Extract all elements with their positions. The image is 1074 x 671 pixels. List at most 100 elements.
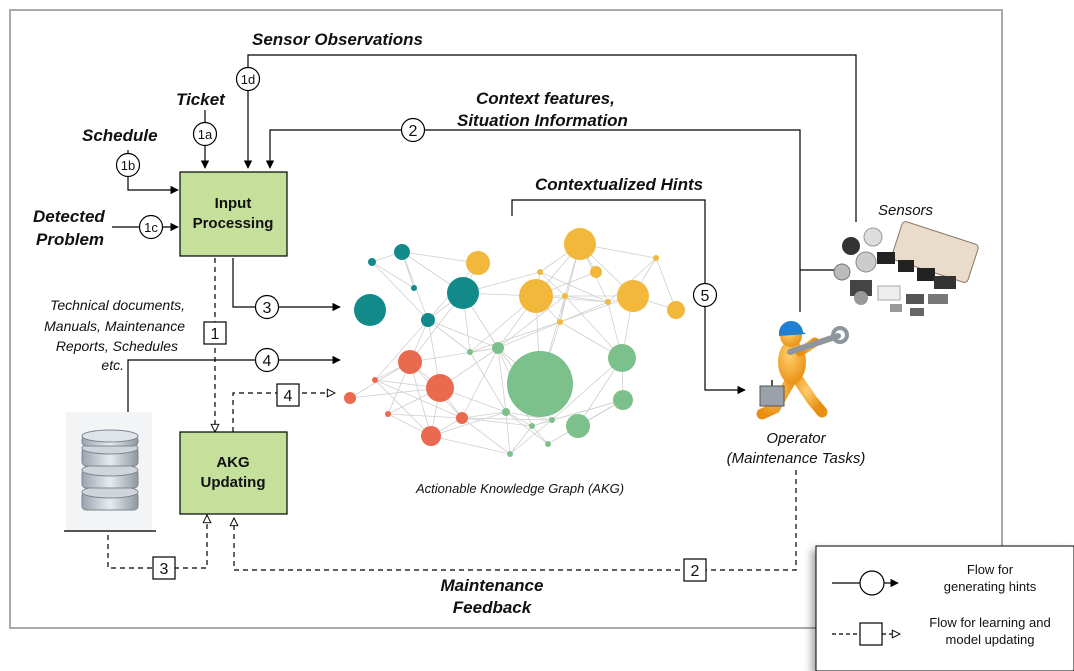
maintenance-label: Maintenance	[441, 576, 544, 595]
graph-edge	[461, 417, 511, 455]
flow-dashed-feedback	[234, 470, 797, 571]
schedule-label: Schedule	[82, 126, 158, 145]
square-marker-4: 4	[276, 383, 300, 407]
marker-1a: 1a	[192, 121, 218, 147]
graph-node	[549, 417, 555, 423]
marker-3: 3	[254, 294, 280, 320]
flow-dashed-akg-to-graph	[232, 393, 335, 432]
graph-node	[545, 441, 551, 447]
svg-text:4: 4	[263, 353, 272, 370]
graph-edge	[469, 321, 561, 353]
flow-docs-to-graph	[127, 355, 341, 412]
graph-edge	[409, 361, 432, 437]
graph-edge	[497, 321, 561, 349]
graph-edge	[551, 399, 624, 421]
contextualized-hints-label: Contextualized Hints	[535, 175, 703, 194]
graph-edge	[509, 425, 533, 455]
tech-docs-line-4: etc.	[101, 357, 124, 373]
graph-node	[368, 258, 376, 266]
legend-solid-line-1: Flow for	[967, 562, 1014, 577]
graph-node	[421, 426, 441, 446]
detected-label: Detected	[33, 207, 105, 226]
svg-text:2: 2	[409, 123, 418, 140]
input-processing-label-2: Processing	[193, 215, 274, 232]
marker-1b: 1b	[115, 152, 141, 178]
graph-node	[557, 319, 563, 325]
graph-node	[354, 294, 386, 326]
graph-edge	[427, 319, 499, 349]
flow-input-to-graph	[232, 258, 341, 312]
ticket-label: Ticket	[176, 90, 226, 109]
graph-edge	[509, 419, 553, 455]
graph-node	[617, 280, 649, 312]
marker-1d: 1d	[235, 66, 261, 92]
sensors-label: Sensors	[878, 202, 934, 219]
tech-docs-line-2: Manuals, Maintenance	[44, 318, 185, 334]
graph-edge	[539, 271, 609, 303]
graph-edge	[564, 295, 623, 359]
input-processing-label-1: Input	[215, 195, 252, 212]
svg-text:1d: 1d	[241, 72, 255, 87]
graph-edge	[461, 417, 533, 427]
svg-text:1: 1	[211, 326, 220, 343]
outer-frame	[9, 9, 1003, 629]
graph-node	[385, 411, 391, 417]
problem-label: Problem	[36, 230, 104, 249]
graph-node	[590, 266, 602, 278]
svg-text:2: 2	[691, 563, 700, 580]
operator-figure	[756, 320, 849, 420]
operator-label: Operator	[766, 430, 826, 447]
graph-node	[411, 285, 417, 291]
graph-node	[394, 244, 410, 260]
graph-node	[502, 408, 510, 416]
akg-updating-label-1: AKG	[216, 454, 249, 471]
graph-edge	[539, 271, 566, 297]
graph-node	[372, 377, 378, 383]
graph-node	[466, 251, 490, 275]
akg-updating-label-2: Updating	[201, 474, 266, 491]
graph-edge	[461, 411, 507, 419]
graph-node	[447, 277, 479, 309]
graph-edge	[371, 261, 429, 321]
graph-node	[566, 414, 590, 438]
knowledge-graph	[344, 228, 685, 457]
graph-edge	[559, 301, 609, 323]
graph-node	[537, 269, 543, 275]
graph-node	[456, 412, 468, 424]
marker-5: 5	[692, 282, 718, 308]
graph-node	[667, 301, 685, 319]
graph-node	[613, 390, 633, 410]
graph-edge	[374, 319, 429, 381]
graph-edge	[430, 411, 507, 437]
svg-text:1c: 1c	[144, 220, 158, 235]
marker-4: 4	[254, 347, 280, 373]
tech-docs-line-3: Reports, Schedules	[56, 338, 178, 354]
legend-dashed-line-1: Flow for learning and	[929, 615, 1050, 630]
svg-text:3: 3	[160, 561, 169, 578]
situation-information-label: Situation Information	[457, 111, 628, 130]
graph-edge	[349, 387, 441, 399]
sensors-image	[833, 221, 979, 316]
graph-edge	[469, 351, 507, 413]
graph-edge	[564, 295, 609, 303]
svg-text:1a: 1a	[198, 127, 213, 142]
graph-edge	[461, 347, 499, 419]
graph-edge	[505, 411, 553, 421]
graph-edge	[551, 357, 623, 421]
graph-edge	[531, 419, 553, 427]
akg-updating-box	[179, 431, 288, 515]
legend-solid-line-2: generating hints	[944, 579, 1037, 594]
graph-edge	[401, 251, 479, 264]
graph-node	[421, 313, 435, 327]
graph-edge	[374, 379, 432, 437]
graph-edge	[374, 379, 463, 419]
legend-dashed-line-2: model updating	[946, 632, 1035, 647]
sensor-observations-label: Sensor Observations	[252, 30, 423, 49]
graph-edge	[387, 413, 463, 419]
graph-edge	[427, 319, 471, 353]
marker-1c: 1c	[138, 214, 164, 240]
svg-text:1b: 1b	[121, 158, 135, 173]
graph-edge	[531, 425, 549, 445]
graph-edge	[430, 435, 511, 455]
tech-docs-line-1: Technical documents,	[50, 297, 185, 313]
